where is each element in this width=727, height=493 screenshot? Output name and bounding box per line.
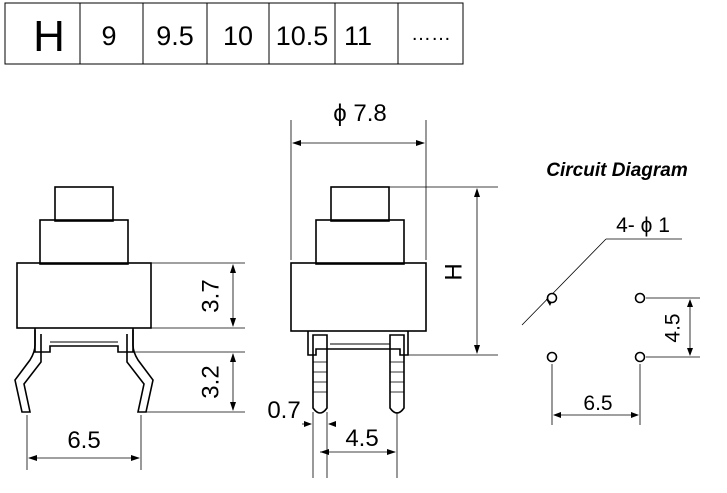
side-lead-left: [14, 330, 42, 413]
dim-width: 6.5: [67, 427, 100, 454]
side-base: [34, 328, 134, 353]
front-actuator-stem: [315, 219, 405, 265]
front-base: [307, 331, 409, 356]
height-value: 9.5: [156, 21, 194, 51]
dim-lead-pitch: 4.5: [345, 425, 378, 452]
height-value: 10: [223, 21, 253, 51]
height-table-frame: [4, 2, 464, 65]
circuit-dim-vertical: 4.5: [662, 313, 685, 342]
front-actuator-top: [330, 186, 390, 222]
dim-diameter: ϕ 7.8: [333, 100, 386, 127]
front-body: [290, 262, 427, 332]
height-value-ellipsis: ……: [411, 23, 451, 45]
dim-lead-width: 0.7: [267, 397, 300, 424]
hole-label: 4- ϕ 1: [616, 214, 670, 237]
front-lead-right: [389, 334, 405, 414]
pin-hole: [546, 292, 558, 304]
side-actuator-top: [54, 186, 114, 222]
side-body: [16, 262, 152, 329]
front-lead-left: [312, 334, 328, 414]
side-lead-right: [126, 330, 154, 413]
height-table-header: H: [33, 12, 65, 61]
pin-hole: [634, 292, 646, 304]
height-table: H 9 9.5 10 10.5 11 ……: [4, 2, 464, 65]
pin-hole: [546, 351, 558, 363]
side-actuator-stem: [39, 219, 129, 265]
pin-hole: [634, 351, 646, 363]
height-value: 10.5: [276, 21, 329, 51]
front-view: ϕ 7.8 H 0.7 4.5: [267, 100, 498, 478]
dim-height: H: [440, 263, 467, 280]
height-value: 11: [344, 21, 372, 51]
dim-lead-height: 3.2: [197, 365, 224, 398]
side-view: 3.7 3.2 6.5: [14, 186, 245, 470]
circuit-diagram: Circuit Diagram 4- ϕ 1 4.5 6.5: [521, 160, 700, 425]
circuit-dim-horizontal: 6.5: [583, 392, 612, 415]
dim-body-height: 3.7: [197, 279, 224, 312]
circuit-diagram-title: Circuit Diagram: [546, 160, 688, 181]
height-value: 9: [101, 21, 116, 51]
